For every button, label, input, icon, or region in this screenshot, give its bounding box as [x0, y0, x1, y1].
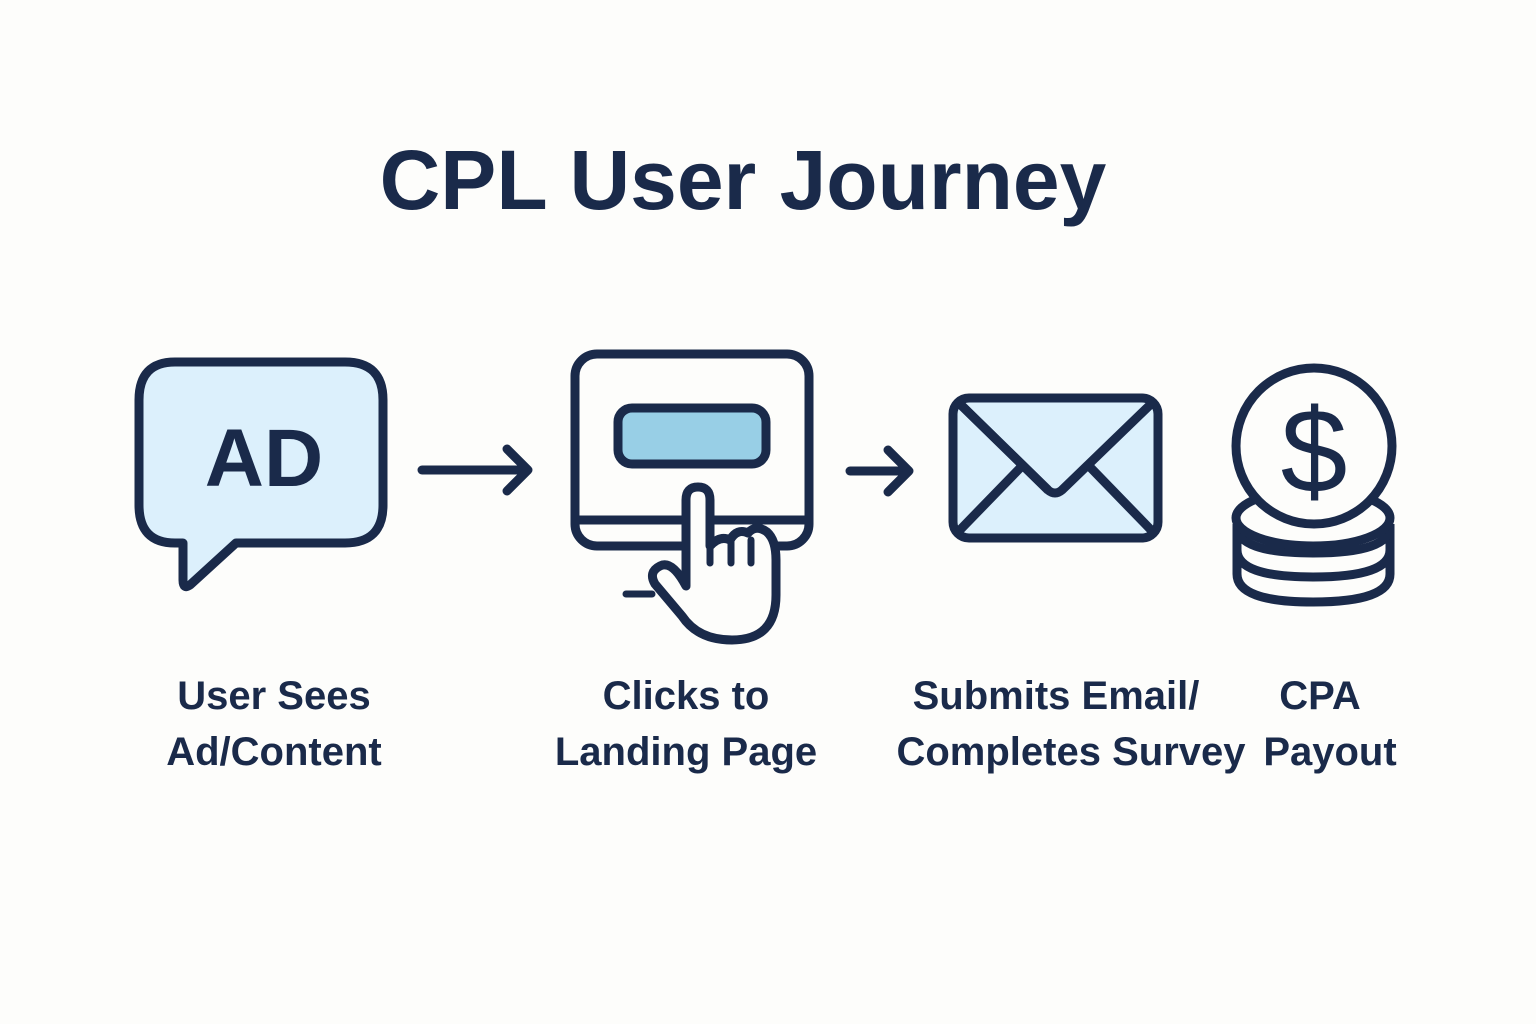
- dollar-sign: $: [1281, 384, 1348, 518]
- envelope-icon: [948, 393, 1163, 543]
- landing-page-click-icon: [570, 349, 814, 645]
- label-line: Clicks to: [602, 674, 770, 718]
- dollar-coins-icon: $: [1231, 363, 1397, 607]
- label-line: Submits Email/: [912, 674, 1200, 718]
- step-label-user-sees-ad: User Sees Ad/Content: [124, 668, 424, 780]
- step-label-clicks-landing-page: Clicks to Landing Page: [536, 668, 836, 780]
- label-line: Completes Survey: [896, 730, 1246, 774]
- step-label-submits-email: Submits Email/ Completes Survey: [876, 668, 1266, 780]
- step-label-cpa-payout: CPA Payout: [1250, 668, 1410, 780]
- page-title: CPL User Journey: [379, 133, 1107, 227]
- ad-text: AD: [205, 413, 323, 504]
- arrow-right-icon: [417, 444, 533, 496]
- cta-button-shape: [613, 403, 771, 469]
- label-line: Landing Page: [554, 730, 818, 774]
- label-line: Payout: [1263, 730, 1397, 774]
- label-line: User Sees: [177, 674, 371, 718]
- arrow-right-icon: [845, 445, 914, 497]
- label-line: CPA: [1279, 674, 1361, 718]
- ad-speech-bubble-icon: AD: [134, 357, 388, 592]
- label-line: Ad/Content: [166, 730, 382, 774]
